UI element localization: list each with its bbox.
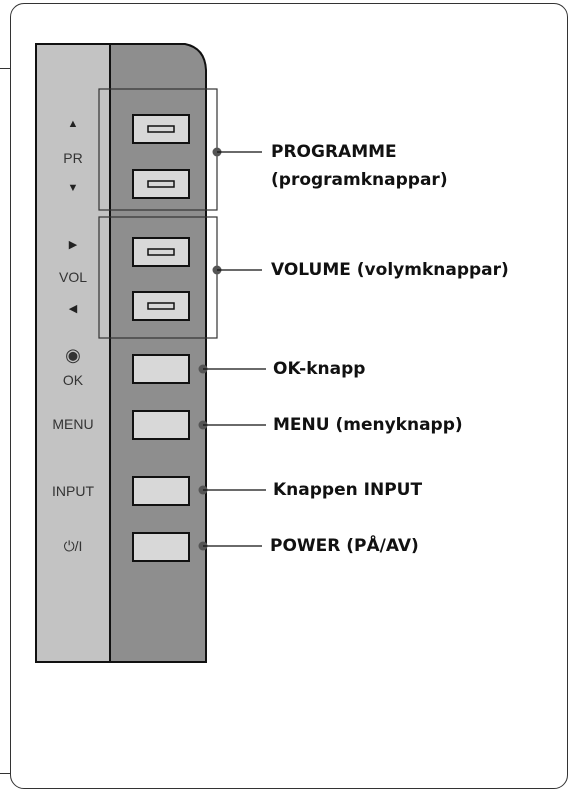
pr-down-button bbox=[132, 169, 190, 199]
vol-left-arrow-icon: ◀ bbox=[68, 303, 78, 315]
vol-up-button bbox=[132, 237, 190, 267]
ok-dot-icon: ◉ bbox=[65, 345, 81, 365]
power-button bbox=[132, 532, 190, 562]
page-frame bbox=[10, 3, 568, 789]
leader-ok bbox=[198, 364, 266, 374]
callout-power: POWER (PÅ/AV) bbox=[270, 536, 419, 556]
pr-label: PR bbox=[63, 150, 83, 166]
margin-marker-top bbox=[0, 68, 10, 69]
callout-programme-subtitle: (programknappar) bbox=[271, 170, 448, 190]
volume-group-bracket bbox=[98, 216, 218, 339]
ok-label: OK bbox=[62, 372, 84, 388]
leader-volume bbox=[212, 265, 262, 275]
leader-input bbox=[198, 485, 266, 495]
pr-down-arrow-icon: ▼ bbox=[67, 182, 79, 194]
leader-power bbox=[198, 541, 262, 551]
leader-programme bbox=[212, 147, 262, 157]
menu-button bbox=[132, 410, 190, 440]
input-label: INPUT bbox=[52, 483, 94, 499]
margin-marker-bottom bbox=[0, 773, 10, 774]
ok-button bbox=[132, 354, 190, 384]
menu-label: MENU bbox=[52, 416, 94, 432]
pr-up-button bbox=[132, 114, 190, 144]
vol-down-button bbox=[132, 291, 190, 321]
callout-programme-title: PROGRAMME bbox=[271, 142, 397, 162]
vol-right-arrow-icon: ▶ bbox=[68, 239, 78, 251]
vol-label: VOL bbox=[58, 269, 87, 285]
leader-menu bbox=[198, 420, 266, 430]
callout-volume: VOLUME (volymknappar) bbox=[271, 260, 509, 280]
power-label: ⏻/I bbox=[63, 538, 83, 554]
pr-up-arrow-icon: ▲ bbox=[67, 118, 79, 130]
callout-ok: OK-knapp bbox=[273, 359, 366, 379]
callout-menu: MENU (menyknapp) bbox=[273, 415, 463, 435]
callout-input: Knappen INPUT bbox=[273, 480, 423, 500]
input-button bbox=[132, 476, 190, 506]
